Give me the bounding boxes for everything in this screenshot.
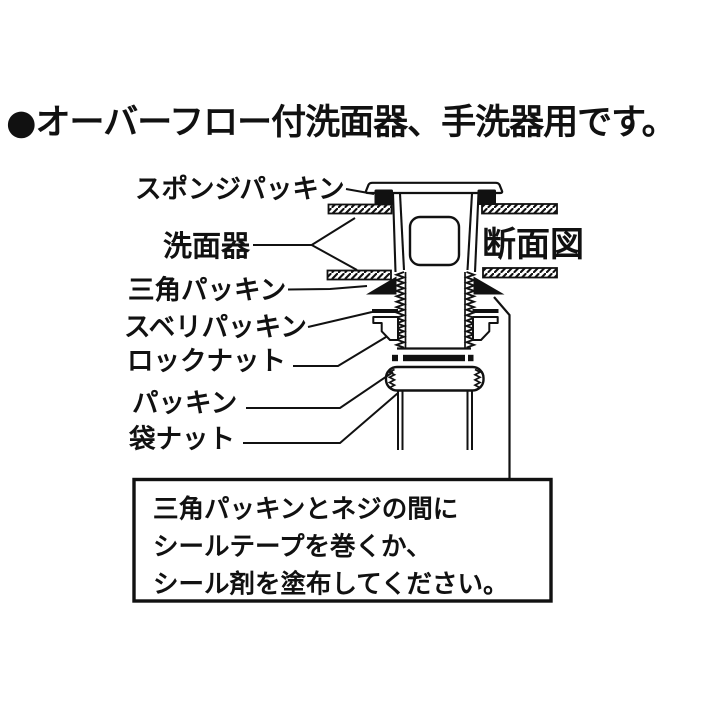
cap-nut-knurl-right: [473, 368, 482, 392]
label-packing: パッキン: [132, 388, 237, 419]
note-line-2: シールテープを巻くか、: [153, 532, 431, 562]
label-basin: 洗面器: [163, 229, 251, 263]
triangle-packing-left-shape: [366, 276, 397, 295]
page-title: ●オーバーフロー付洗面器、手洗器用です。: [6, 103, 676, 143]
leader-basin: [253, 217, 358, 271]
body-wall-left-inner: [398, 193, 406, 271]
basin-wall-cross-section: [326, 203, 558, 281]
packing-washer-right-end: [468, 354, 474, 362]
thread-right-zigzag: [463, 271, 477, 349]
label-triangle-packing: 三角パッキン: [128, 275, 286, 306]
basin-hatch-lower-left: [326, 269, 392, 281]
leader-triangle-packing: [287, 285, 368, 291]
sponge-packing-left-shape: [374, 189, 393, 205]
body-wall-right-inner: [466, 193, 474, 271]
label-lock-nut: ロックナット: [127, 346, 286, 377]
cap-nut-shape: [384, 365, 485, 392]
drain-body-walls: [391, 193, 480, 273]
body-wall-right-outer: [473, 193, 480, 273]
section-view-label: 断面図: [482, 225, 584, 265]
label-cap-nut: 袋ナット: [128, 424, 235, 455]
leader-lock-nut: [293, 336, 387, 367]
slip-packing-left-shape: [372, 309, 398, 313]
leader-cap-nut: [243, 392, 399, 444]
note-line-1: 三角パッキンとネジの間に: [153, 495, 458, 525]
triangle-packing-right-shape: [473, 276, 505, 295]
packing-washer-center: [403, 354, 465, 362]
lock-nut-right-shape: [472, 316, 499, 341]
sponge-packing-right-shape: [477, 189, 496, 205]
note-box: [132, 477, 553, 603]
note-text: 三角パッキンとネジの間に シールテープを巻くか、 シール剤を塗布してください。: [153, 495, 508, 600]
leader-slip-packing: [307, 311, 373, 328]
leader-packing: [246, 371, 394, 409]
overflow-opening: [408, 215, 461, 267]
body-wall-left-outer: [391, 193, 397, 273]
tailpipe: [397, 390, 473, 450]
packing-washer-left-end: [392, 354, 398, 362]
leader-sponge-packing: [345, 188, 375, 195]
basin-hatch-upper-left: [327, 203, 393, 215]
leader-note-box: [493, 296, 511, 479]
lock-nut-left-shape: [372, 316, 399, 341]
label-sponge-packing: スポンジパッキン: [135, 174, 345, 205]
packing-washer-shape: [392, 354, 474, 362]
part-labels: スポンジパッキン 洗面器 三角パッキン スベリパッキン ロックナット パッキン …: [124, 174, 345, 455]
threaded-section: [393, 271, 477, 350]
label-slip-packing: スベリパッキン: [124, 312, 307, 343]
leader-lines: [243, 188, 511, 479]
slip-packing-right-shape: [472, 309, 499, 313]
basin-hatch-upper-right: [481, 203, 558, 215]
note-line-3: シール剤を塗布してください。: [153, 570, 508, 600]
basin-hatch-lower-right: [482, 267, 558, 279]
